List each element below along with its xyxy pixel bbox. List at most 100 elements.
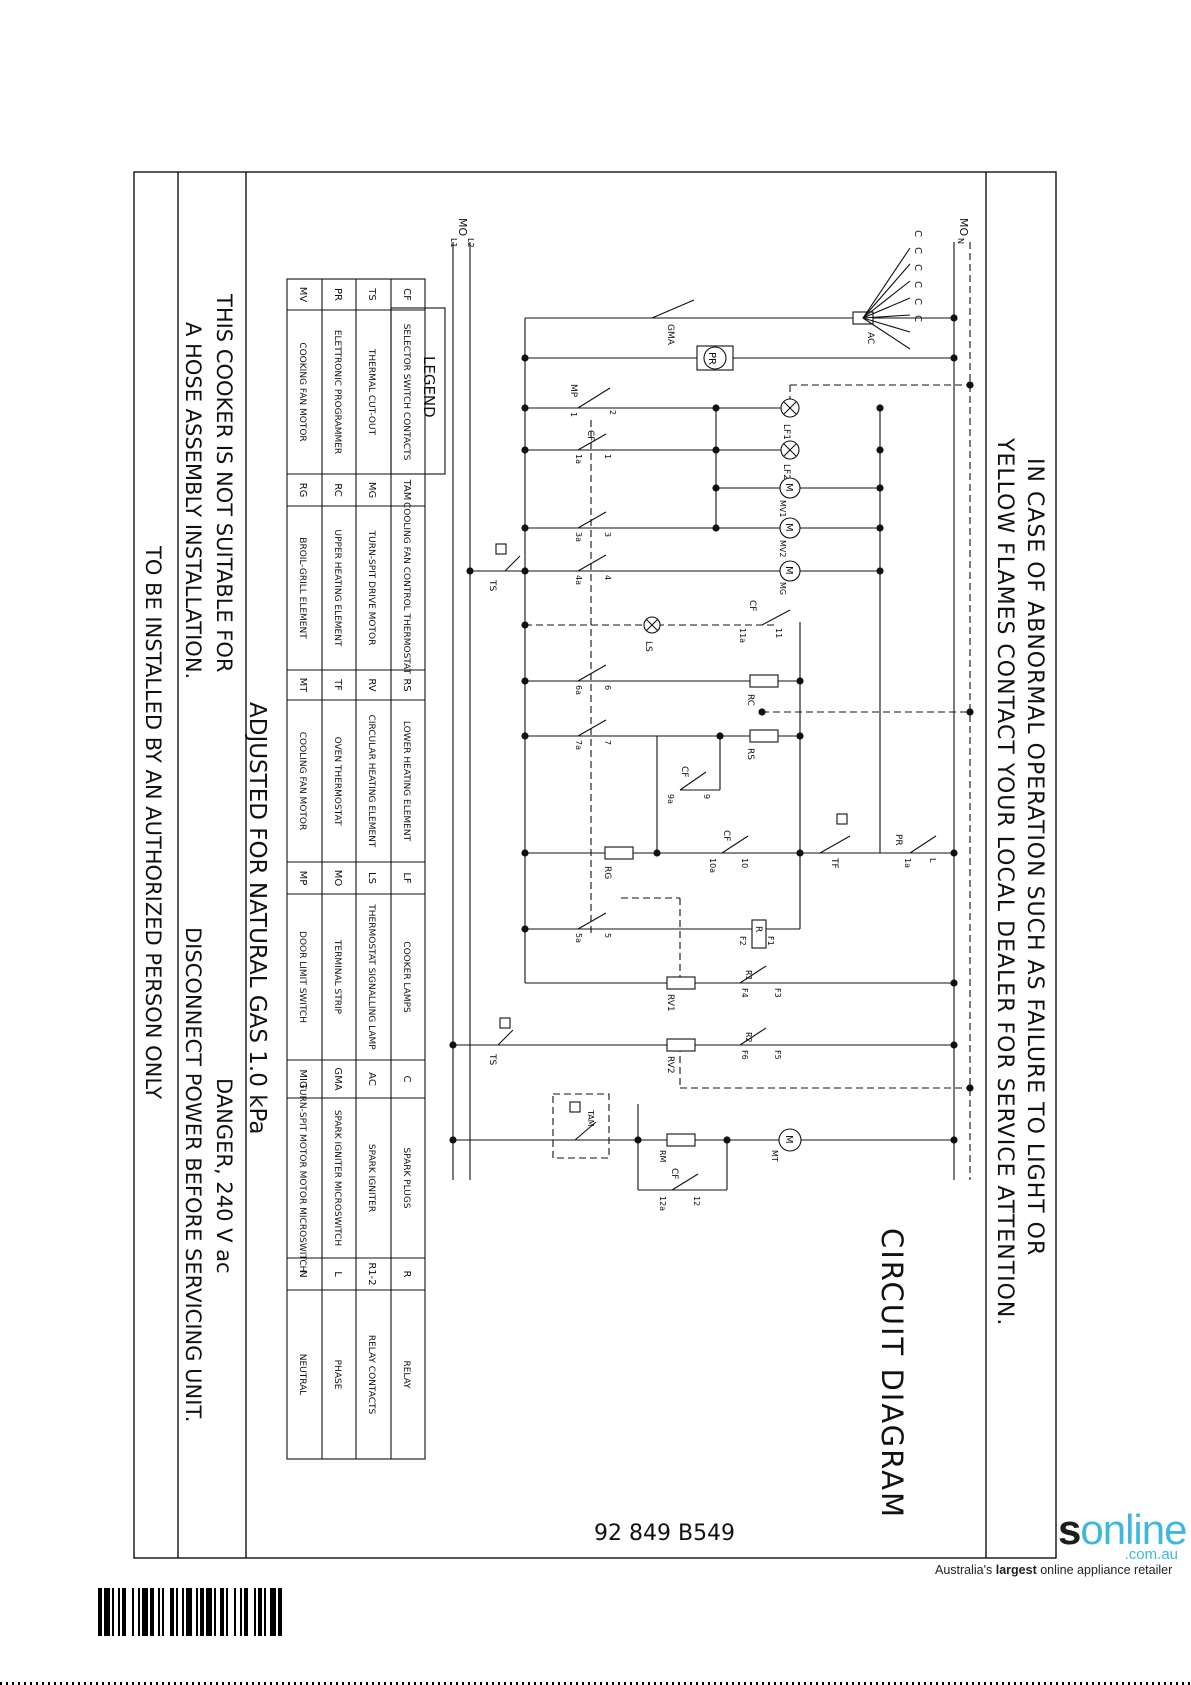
edge-tick <box>894 1682 896 1685</box>
motor-mt-symbol: M <box>783 1135 794 1144</box>
legend-description: OVEN THERMOSTAT <box>332 737 342 826</box>
edge-tick <box>1140 1682 1142 1685</box>
edge-tick <box>672 1682 674 1685</box>
edge-tick <box>54 1682 56 1685</box>
fan-thermostat-tam: TAM <box>552 1093 610 1159</box>
edge-tick <box>1074 1682 1076 1685</box>
edge-tick <box>0 1682 2 1685</box>
edge-tick <box>912 1682 914 1685</box>
edge-tick <box>960 1682 962 1685</box>
motor-mt-label: MT <box>770 1150 779 1162</box>
legend-description: NEUTRAL <box>297 1354 307 1396</box>
edge-tick <box>1008 1682 1010 1685</box>
edge-tick <box>132 1682 134 1685</box>
edge-tick <box>594 1682 596 1685</box>
edge-tick <box>888 1682 890 1685</box>
junction-dot <box>876 404 884 412</box>
element-rs: RS <box>745 729 779 760</box>
edge-tick <box>420 1682 422 1685</box>
edge-tick <box>630 1682 632 1685</box>
edge-tick <box>342 1682 344 1685</box>
junction-dot <box>712 524 720 532</box>
edge-tick <box>576 1682 578 1685</box>
edge-tick <box>408 1682 410 1685</box>
edge-tick <box>12 1682 14 1685</box>
edge-tick <box>168 1682 170 1685</box>
oven-thermostat-tf: TF <box>819 813 851 869</box>
edge-tick <box>744 1682 746 1685</box>
edge-tick <box>84 1682 86 1685</box>
barcode-bar <box>142 1588 148 1636</box>
edge-tick <box>936 1682 938 1685</box>
junction-dot <box>521 621 529 629</box>
edge-tick <box>1038 1682 1040 1685</box>
relay-f2-label: F2 <box>738 936 747 946</box>
edge-tick <box>786 1682 788 1685</box>
junction-dot <box>966 708 974 716</box>
element-rs-label: RS <box>745 748 755 760</box>
edge-tick <box>270 1682 272 1685</box>
cf-contact-9: CF 9a 9 <box>666 766 711 804</box>
edge-tick <box>1050 1682 1052 1685</box>
cf-contact-12: CF 12a 12 <box>658 1168 701 1211</box>
edge-tick <box>774 1682 776 1685</box>
spark-plug-label-2: C <box>912 247 923 254</box>
edge-tick <box>1092 1682 1094 1685</box>
edge-tick <box>288 1682 290 1685</box>
barcode-bar <box>118 1588 120 1636</box>
edge-tick <box>1056 1682 1058 1685</box>
disconnect-power-note: DISCONNECT POWER BEFORE SERVICING UNIT. <box>181 927 205 1422</box>
edge-tick <box>582 1682 584 1685</box>
edge-tick <box>876 1682 878 1685</box>
tagline-prefix: Australia's <box>935 1563 996 1577</box>
legend-description: THERMOSTAT SIGNALLING LAMP <box>366 903 376 1050</box>
edge-tick <box>468 1682 470 1685</box>
barcode-bar <box>186 1588 192 1636</box>
edge-tick <box>366 1682 368 1685</box>
legend-description: COOKER LAMPS <box>401 941 411 1013</box>
barcode-bar <box>214 1588 216 1636</box>
contact-12: 12 <box>692 1196 701 1206</box>
edge-tick <box>750 1682 752 1685</box>
barcode-bar <box>98 1588 102 1636</box>
edge-tick <box>930 1682 932 1685</box>
edge-tick <box>1104 1682 1106 1685</box>
terminal-n: N <box>956 238 965 244</box>
edge-tick <box>882 1682 884 1685</box>
edge-tick <box>816 1682 818 1685</box>
edge-tick <box>396 1682 398 1685</box>
legend-description: COOLING FAN MOTOR <box>297 732 307 830</box>
edge-tick <box>564 1682 566 1685</box>
edge-tick <box>798 1682 800 1685</box>
legend-description: DOOR LIMIT SWITCH <box>297 931 307 1023</box>
barcode-bar <box>158 1588 160 1636</box>
junction-dot <box>876 484 884 492</box>
door-switch-label: MP <box>568 384 578 398</box>
junction-dot <box>950 1136 958 1144</box>
edge-tick <box>942 1682 944 1685</box>
programmer-symbol: PR <box>706 352 717 365</box>
edge-tick <box>312 1682 314 1685</box>
gma-microswitch: GMA <box>651 299 695 346</box>
junction-dot <box>521 677 529 685</box>
gma-label: GMA <box>665 324 675 346</box>
motor-mt: M MT <box>770 1128 802 1162</box>
edge-tick <box>870 1682 872 1685</box>
junction-dot <box>876 567 884 575</box>
edge-tick <box>456 1682 458 1685</box>
edge-tick <box>1026 1682 1028 1685</box>
junction-dot <box>723 1136 731 1144</box>
edge-tick <box>60 1682 62 1685</box>
edge-tick <box>732 1682 734 1685</box>
barcode-bar <box>132 1588 134 1636</box>
edge-tick <box>738 1682 740 1685</box>
relay-coil-label: R <box>753 926 763 932</box>
edge-tick <box>756 1682 758 1685</box>
edge-tick <box>108 1682 110 1685</box>
logo-domain: .com.au <box>1124 1546 1178 1563</box>
gas-adjustment-note: ADJUSTED FOR NATURAL GAS 1.0 kPa <box>244 702 270 1134</box>
edge-tick <box>618 1682 620 1685</box>
element-rv1: RV1 <box>665 976 696 1012</box>
edge-tick <box>1002 1682 1004 1685</box>
edge-tick <box>222 1682 224 1685</box>
